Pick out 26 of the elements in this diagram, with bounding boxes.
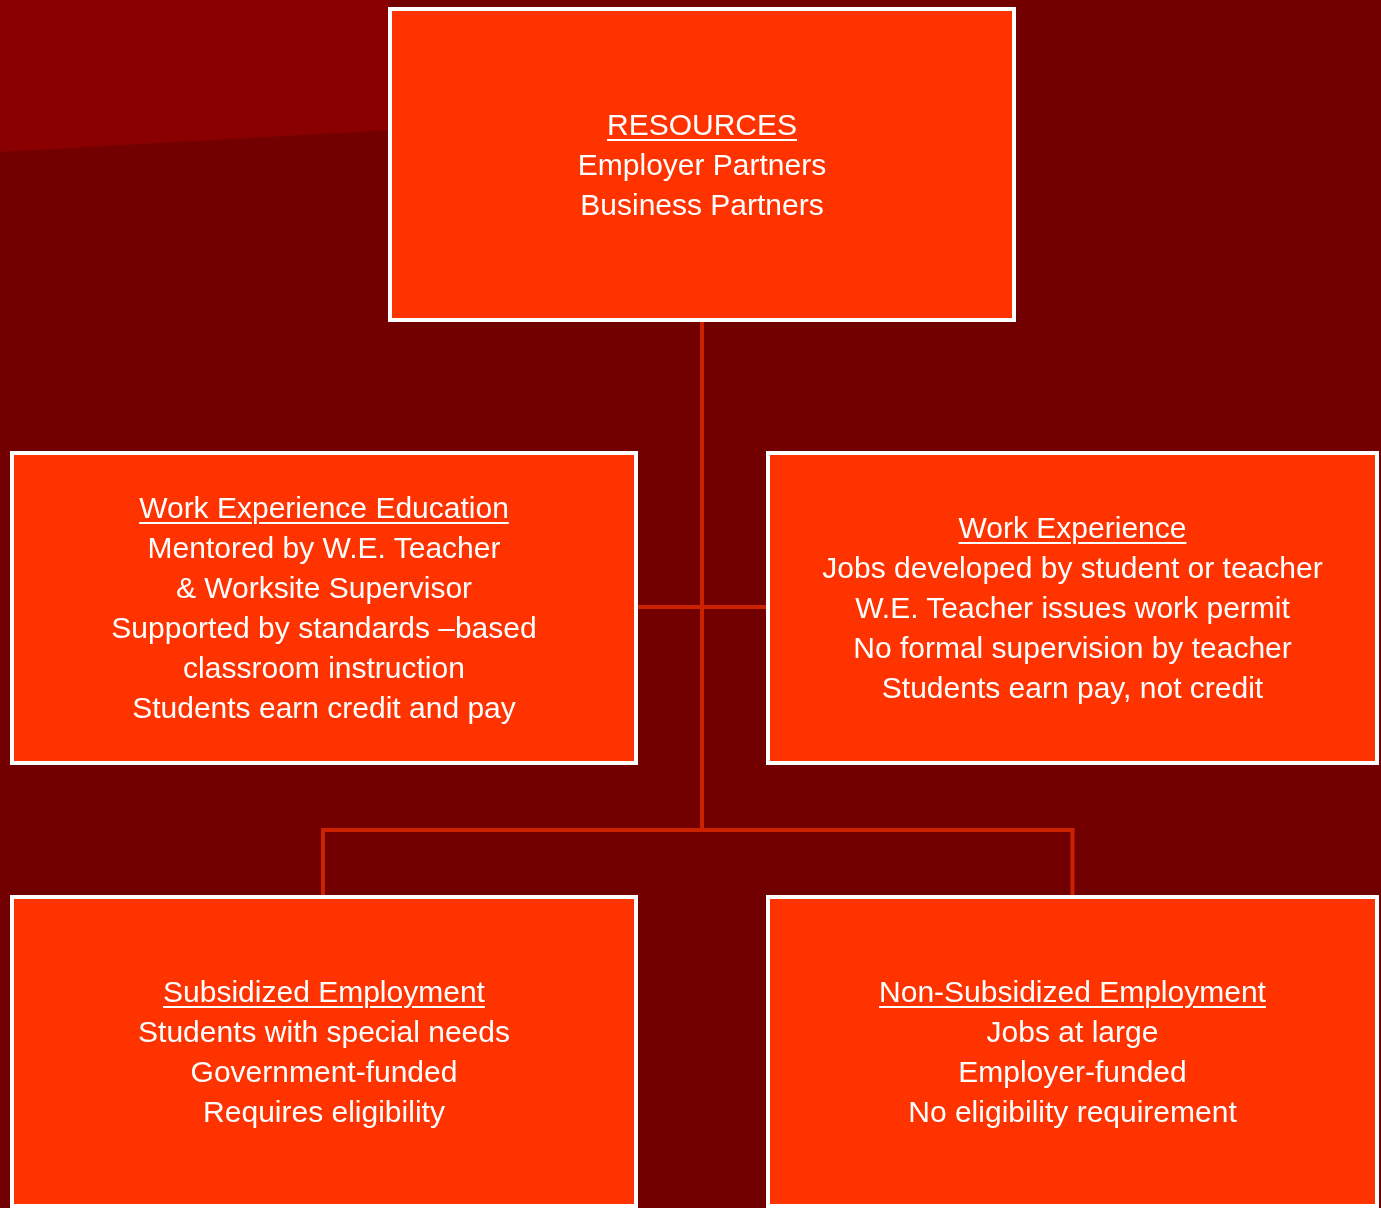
box-text: Business Partners bbox=[580, 186, 824, 223]
box-text: Employer-funded bbox=[958, 1053, 1187, 1090]
text-box bbox=[766, 451, 1379, 765]
text-box bbox=[10, 451, 638, 765]
box-text: Employer Partners bbox=[577, 146, 827, 183]
box-heading: RESOURCES bbox=[606, 106, 797, 143]
box-text: Jobs at large bbox=[986, 1013, 1159, 1050]
text-box bbox=[766, 895, 1379, 1208]
box-text: Supported by standards –based classroom instruction bbox=[110, 610, 538, 686]
box-text: Requires eligibility bbox=[203, 1093, 445, 1130]
box-heading: Work Experience Education bbox=[139, 490, 509, 526]
box-text: Students earn pay, not credit bbox=[881, 670, 1264, 706]
box-text: Students earn credit and pay bbox=[132, 690, 516, 726]
box-text: Mentored by W.E. Teacher bbox=[147, 530, 501, 566]
box-heading: Non-Subsidized Employment bbox=[879, 973, 1266, 1010]
box-heading: Subsidized Employment bbox=[163, 973, 485, 1010]
box-text: No formal supervision by teacher bbox=[853, 630, 1292, 666]
text-box bbox=[388, 7, 1016, 322]
box-text: Government-funded bbox=[190, 1053, 458, 1090]
box-text: Students with special needs bbox=[138, 1013, 510, 1050]
box-heading: Work Experience bbox=[958, 510, 1187, 546]
box-text: & Worksite Supervisor bbox=[175, 570, 473, 606]
box-text: Jobs developed by student or teacher bbox=[822, 550, 1323, 586]
text-box bbox=[10, 895, 638, 1208]
box-text: W.E. Teacher issues work permit bbox=[855, 590, 1290, 626]
box-text: No eligibility requirement bbox=[908, 1093, 1237, 1130]
